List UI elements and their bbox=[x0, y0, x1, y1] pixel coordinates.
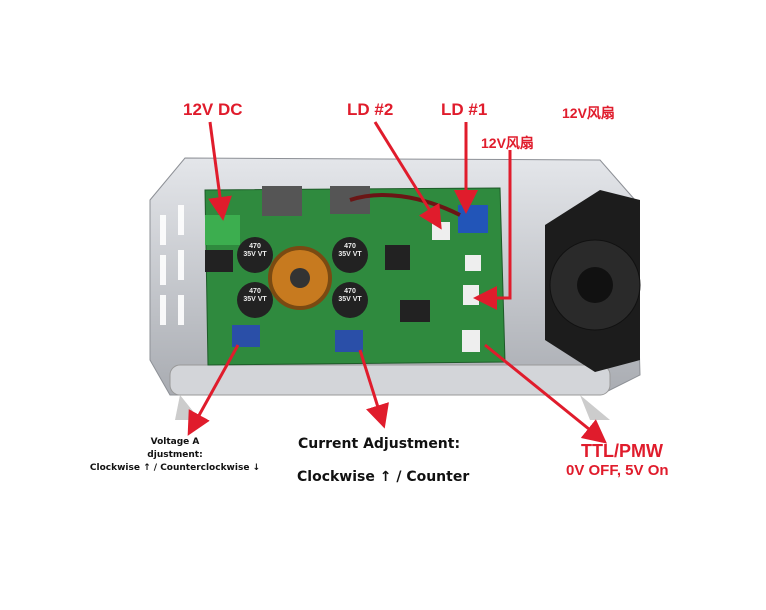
label-ttl-pwm: TTL/PMW bbox=[581, 441, 663, 461]
label-ld1: LD #1 bbox=[441, 100, 488, 119]
annotation-arrows bbox=[187, 121, 607, 444]
label-12v-dc: 12V DC bbox=[183, 100, 243, 119]
ld1-terminal bbox=[458, 205, 488, 233]
capacitor-label: 470 35V VT bbox=[338, 288, 362, 303]
dc-terminal-block bbox=[205, 215, 240, 245]
pcb-board bbox=[204, 186, 506, 366]
current-potentiometer bbox=[335, 330, 363, 352]
voltage-note-line2: djustment: bbox=[147, 450, 203, 460]
label-fan: 12V风扇 bbox=[562, 105, 615, 121]
label-fan-connector: 12V风扇 bbox=[481, 135, 534, 151]
voltage-note-line3: Clockwise ↑ / Counterclockwise ↓ bbox=[89, 463, 261, 473]
cooling-fan bbox=[545, 190, 641, 372]
current-adjustment-direction: Clockwise ↑ / Counter bbox=[297, 469, 470, 485]
voltage-adjustment-note: Voltage A djustment: Clockwise ↑ / Count… bbox=[85, 436, 265, 475]
capacitor-label: 470 35V VT bbox=[338, 243, 362, 258]
voltage-potentiometer bbox=[232, 325, 260, 347]
capacitor-label: 470 35V VT bbox=[243, 243, 267, 258]
voltage-note-line1: Voltage A bbox=[150, 437, 200, 447]
label-ttl-desc: 0V OFF, 5V On bbox=[566, 462, 669, 479]
current-adjustment-title: Current Adjustment: bbox=[298, 436, 461, 452]
capacitor-label: 470 35V VT bbox=[243, 288, 267, 303]
label-ld2: LD #2 bbox=[347, 100, 394, 119]
